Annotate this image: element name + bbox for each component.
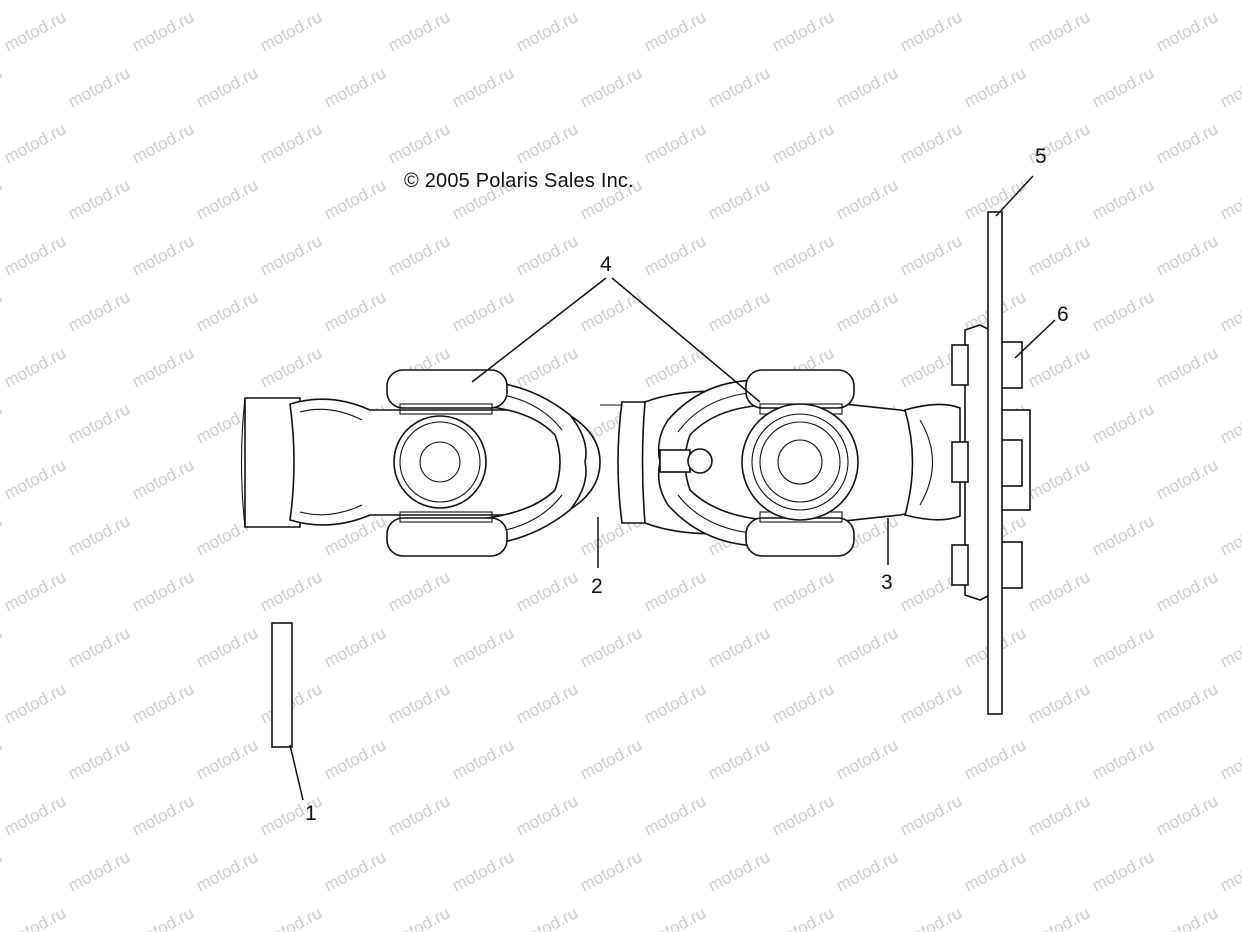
callout-3: 3 [881, 571, 893, 594]
callout-4: 4 [600, 253, 612, 276]
right-bearing-caps [741, 369, 859, 557]
copyright-notice: © 2005 Polaris Sales Inc. [404, 170, 634, 192]
callout-5: 5 [1035, 145, 1047, 168]
part-2-center-tube [600, 401, 651, 524]
leader-lines [289, 175, 1056, 801]
flange-plate [951, 324, 1031, 601]
part-1-key [271, 622, 293, 748]
part-5-plate [987, 211, 1003, 715]
callout-2: 2 [591, 575, 603, 598]
callout-6: 6 [1057, 303, 1069, 326]
callout-1: 1 [305, 802, 317, 825]
left-bearing-caps [386, 369, 508, 557]
part-3-flange-yoke [904, 403, 961, 521]
